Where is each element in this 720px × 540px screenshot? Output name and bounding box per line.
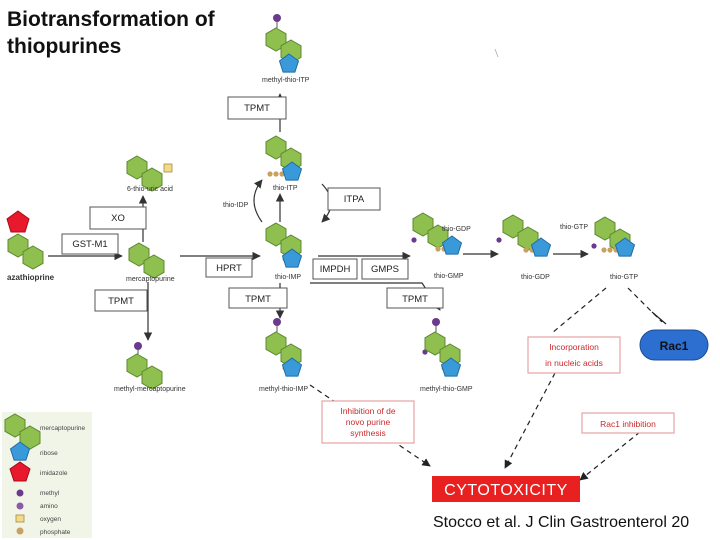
methyl-thio-imp-label: methyl-thio-IMP xyxy=(259,386,308,393)
azathioprine-label: azathioprine xyxy=(7,273,55,282)
enzyme-tpmt-top: TPMT xyxy=(227,96,287,120)
enzyme-tpmt-top-label: TPMT xyxy=(244,103,270,114)
enzyme-tpmt-left-label: TPMT xyxy=(108,296,134,307)
molecule-thio-itp: thio-ITP xyxy=(266,136,302,192)
legend-ribose: ribose xyxy=(40,450,58,457)
inhibition-line-3: synthesis xyxy=(350,428,385,438)
effect-inhibition-de-novo: Inhibition of de novo purine synthesis xyxy=(321,400,415,444)
enzyme-itpa-label: ITPA xyxy=(344,194,365,205)
thio-itp-label: thio-ITP xyxy=(273,185,298,192)
molecule-6-thio-uric-acid: 6-thio-uric acid xyxy=(127,156,173,193)
rac1-inhibition-label: Rac1 inhibition xyxy=(600,419,656,429)
rac1-label: Rac1 xyxy=(660,339,689,353)
incorporation-line-1: Incorporation xyxy=(549,342,599,352)
molecule-methyl-thio-imp: methyl-thio-IMP xyxy=(259,318,308,393)
thio-gtp-top-label: thio-GTP xyxy=(560,224,588,231)
enzyme-impdh: IMPDH xyxy=(312,258,358,280)
enzyme-xo: XO xyxy=(89,206,147,230)
enzyme-tpmt-left: TPMT xyxy=(94,289,148,312)
enzyme-hprt: HPRT xyxy=(205,257,253,278)
effect-rac1: Rac1 xyxy=(639,329,709,361)
methyl-thio-gmp-label: methyl-thio-GMP xyxy=(420,386,473,393)
molecule-methyl-thio-gmp: methyl-thio-GMP xyxy=(420,318,473,393)
enzyme-hprt-label: HPRT xyxy=(216,263,242,274)
effect-cytotoxicity: CYTOTOXICITY xyxy=(432,476,580,502)
enzyme-gmps-label: GMPS xyxy=(371,264,399,275)
legend-amino: amino xyxy=(40,503,58,510)
molecule-thio-gdp-mid: thio-GDP xyxy=(496,215,551,281)
incorporation-line-2: in nucleic acids xyxy=(545,358,603,368)
inhibition-line-2: novo purine xyxy=(346,417,391,427)
molecule-thio-imp: thio-IMP xyxy=(266,223,302,281)
effect-rac1-inhibition: Rac1 inhibition xyxy=(581,412,675,434)
molecule-thio-gdp-top: thio-GDP xyxy=(411,213,471,255)
enzyme-tpmt-mid: TPMT xyxy=(228,287,288,309)
citation: Stocco et al. J Clin Gastroenterol 20 xyxy=(433,514,690,531)
effect-incorporation: Incorporation in nucleic acids xyxy=(527,336,621,374)
cytotoxicity-label: CYTOTOXICITY xyxy=(444,482,568,499)
enzyme-tpmt-right-label: TPMT xyxy=(402,294,428,305)
6-thio-uric-acid-label: 6-thio-uric acid xyxy=(127,186,173,193)
molecule-azathioprine: azathioprine xyxy=(6,210,55,282)
methyl-thio-itp-label: methyl-thio-ITP xyxy=(262,77,310,84)
thio-gdp-top-label: thio-GDP xyxy=(442,226,471,233)
enzyme-gmps: GMPS xyxy=(361,258,409,280)
enzyme-tpmt-right: TPMT xyxy=(386,287,444,309)
slide-title-line-2: thiopurines xyxy=(7,35,122,58)
thio-gmp-label: thio-GMP xyxy=(434,273,464,280)
molecule-methyl-mercaptopurine: methyl-mercaptopurine xyxy=(114,342,186,393)
effect-arrows xyxy=(309,287,667,481)
legend-imidazole: imidazole xyxy=(40,470,68,477)
legend-methyl: methyl xyxy=(40,490,60,497)
legend-phosphate: phosphate xyxy=(40,529,71,536)
molecule-methyl-thio-itp: methyl-thio-ITP xyxy=(262,14,310,84)
legend-oxygen: oxygen xyxy=(40,516,61,523)
enzyme-tpmt-mid-label: TPMT xyxy=(245,294,271,305)
thio-imp-label: thio-IMP xyxy=(275,274,301,281)
molecule-mercaptopurine: mercaptopurine xyxy=(126,243,175,283)
thio-idp-label: thio-IDP xyxy=(223,202,249,209)
methyl-mercaptopurine-label: methyl-mercaptopurine xyxy=(114,386,186,393)
enzyme-gst-m1: GST-M1 xyxy=(61,233,119,255)
molecule-thio-gtp: thio-GTP thio-GTP xyxy=(560,217,638,281)
thio-gtp-bottom-label: thio-GTP xyxy=(610,274,638,281)
slide-title: Biotransformation of thiopurines xyxy=(7,6,215,60)
enzyme-gst-m1-label: GST-M1 xyxy=(72,239,107,250)
inhibition-line-1: Inhibition of de xyxy=(340,406,396,416)
legend-mercaptopurine: mercaptopurine xyxy=(40,425,86,432)
enzyme-impdh-label: IMPDH xyxy=(320,264,351,275)
thio-gdp-bottom-label: thio-GDP xyxy=(521,274,550,281)
slide-title-line-1: Biotransformation of xyxy=(7,8,215,31)
legend: mercaptopurine ribose imidazole methyl a… xyxy=(2,412,92,538)
mercaptopurine-label: mercaptopurine xyxy=(126,276,175,283)
enzyme-itpa: ITPA xyxy=(327,187,381,211)
enzyme-xo-label: XO xyxy=(111,213,125,224)
